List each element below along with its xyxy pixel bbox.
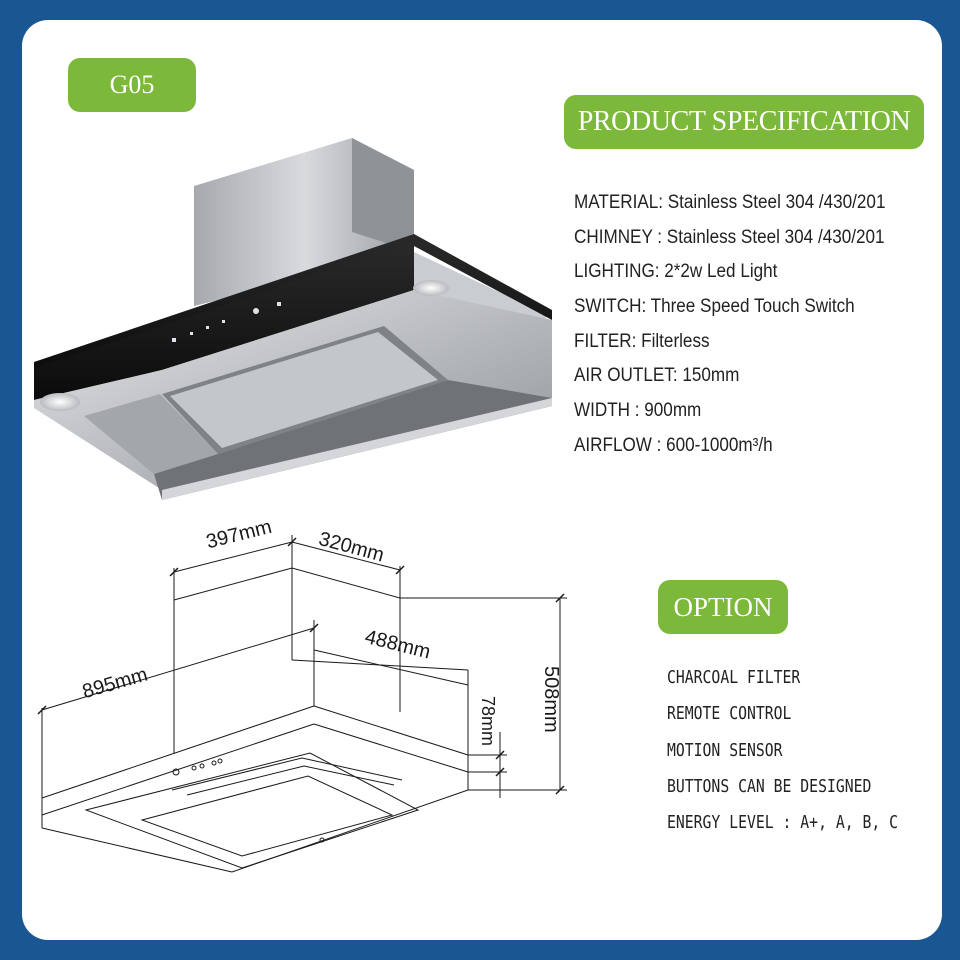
option-energy-level: ENERGY LEVEL : A+, A, B, C [667, 812, 899, 834]
spec-filter: FILTER: Filterless [574, 330, 710, 352]
spec-lighting: LIGHTING: 2*2w Led Light [574, 261, 778, 283]
range-hood-image [34, 138, 552, 500]
spec-width: WIDTH : 900mm [574, 400, 702, 422]
dim-total-height: 508mm [540, 666, 562, 733]
spec-airflow: AIRFLOW : 600-1000m³/h [574, 434, 773, 456]
spec-title-badge: PRODUCT SPECIFICATION [564, 95, 924, 149]
option-motion-sensor: MOTION SENSOR [667, 739, 783, 761]
option-buttons-design: BUTTONS CAN BE DESIGNED [667, 775, 872, 797]
option-list: CHARCOAL FILTER REMOTE CONTROL MOTION SE… [667, 660, 942, 841]
dim-hood-height: 78mm [478, 696, 498, 747]
spec-list: MATERIAL: Stainless Steel 304 /430/201 C… [574, 186, 920, 464]
dimension-drawing [37, 535, 567, 873]
spec-switch: SWITCH: Three Speed Touch Switch [574, 296, 855, 318]
spec-chimney: CHIMNEY : Stainless Steel 304 /430/201 [574, 226, 885, 248]
spec-air-outlet: AIR OUTLET: 150mm [574, 365, 740, 387]
model-badge: G05 [68, 58, 196, 112]
product-card: G05 PRODUCT SPECIFICATION MATERIAL: Stai… [22, 20, 942, 940]
spec-material: MATERIAL: Stainless Steel 304 /430/201 [574, 192, 886, 213]
option-title-badge: OPTION [658, 580, 788, 634]
option-remote-control: REMOTE CONTROL [667, 703, 792, 725]
option-charcoal-filter: CHARCOAL FILTER [667, 667, 801, 688]
